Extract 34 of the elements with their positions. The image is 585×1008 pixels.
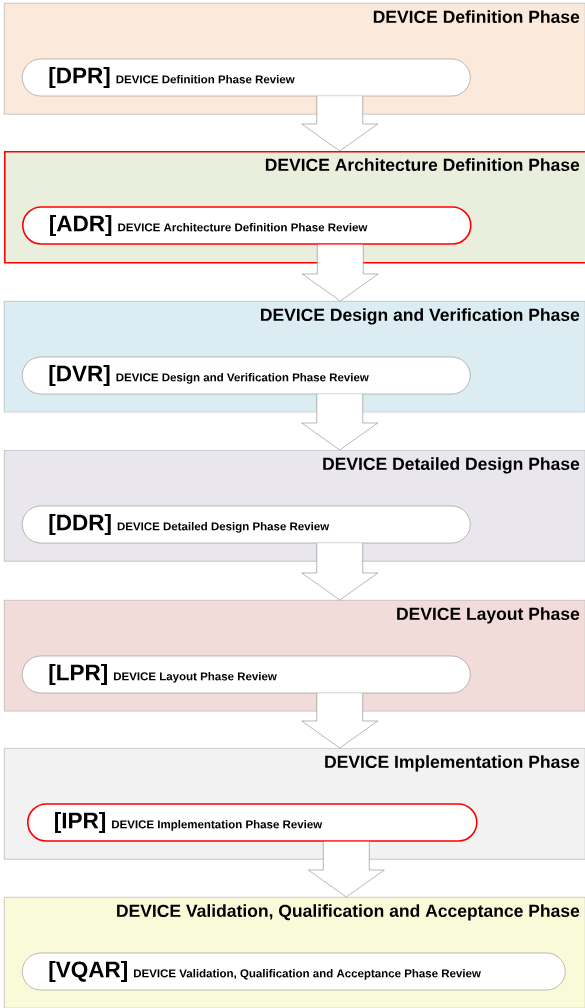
phase-heading: DEVICE Layout Phase [397, 607, 580, 624]
block-arrow [301, 96, 378, 152]
phase-heading: DEVICE Design and Verification Phase [261, 308, 580, 325]
review-code: [DDR] [49, 514, 111, 535]
review-title: DEVICE Layout Phase Review [114, 672, 277, 683]
review-code: [VQAR] [49, 961, 127, 982]
review-code: [ADR] [50, 215, 112, 236]
review-pill [27, 803, 478, 842]
review-code: [DVR] [49, 365, 110, 386]
phase-heading: DEVICE Validation, Qualification and Acceptance Phase [117, 904, 580, 921]
review-pill [22, 206, 472, 245]
review-code: [LPR] [49, 664, 107, 685]
review-pill [22, 505, 471, 544]
review-title: DEVICE Detailed Design Phase Review [117, 522, 330, 533]
block-arrow [301, 693, 378, 749]
phase-heading: DEVICE Definition Phase [373, 10, 580, 24]
review-pill [22, 58, 471, 97]
block-arrow [308, 841, 385, 898]
review-code: [DPR] [49, 67, 110, 88]
review-pill [22, 356, 471, 395]
review-pill [22, 952, 566, 991]
phase-heading: DEVICE Implementation Phase [325, 755, 580, 772]
review-code: [IPR] [55, 812, 106, 833]
review-pill [22, 655, 471, 694]
block-arrow [301, 394, 378, 451]
review-title: DEVICE Design and Verification Phase Review [116, 373, 369, 384]
review-title: DEVICE Definition Phase Review [116, 75, 295, 84]
review-title: DEVICE Validation, Qualification and Acceptance Phase Review [134, 969, 481, 980]
block-arrow [302, 244, 379, 302]
phase-heading: DEVICE Architecture Definition Phase [265, 158, 580, 172]
block-arrow [301, 543, 378, 601]
review-title: DEVICE Architecture Definition Phase Review [118, 223, 368, 232]
review-title: DEVICE Implementation Phase Review [112, 820, 323, 831]
phase-heading: DEVICE Detailed Design Phase [323, 457, 580, 474]
